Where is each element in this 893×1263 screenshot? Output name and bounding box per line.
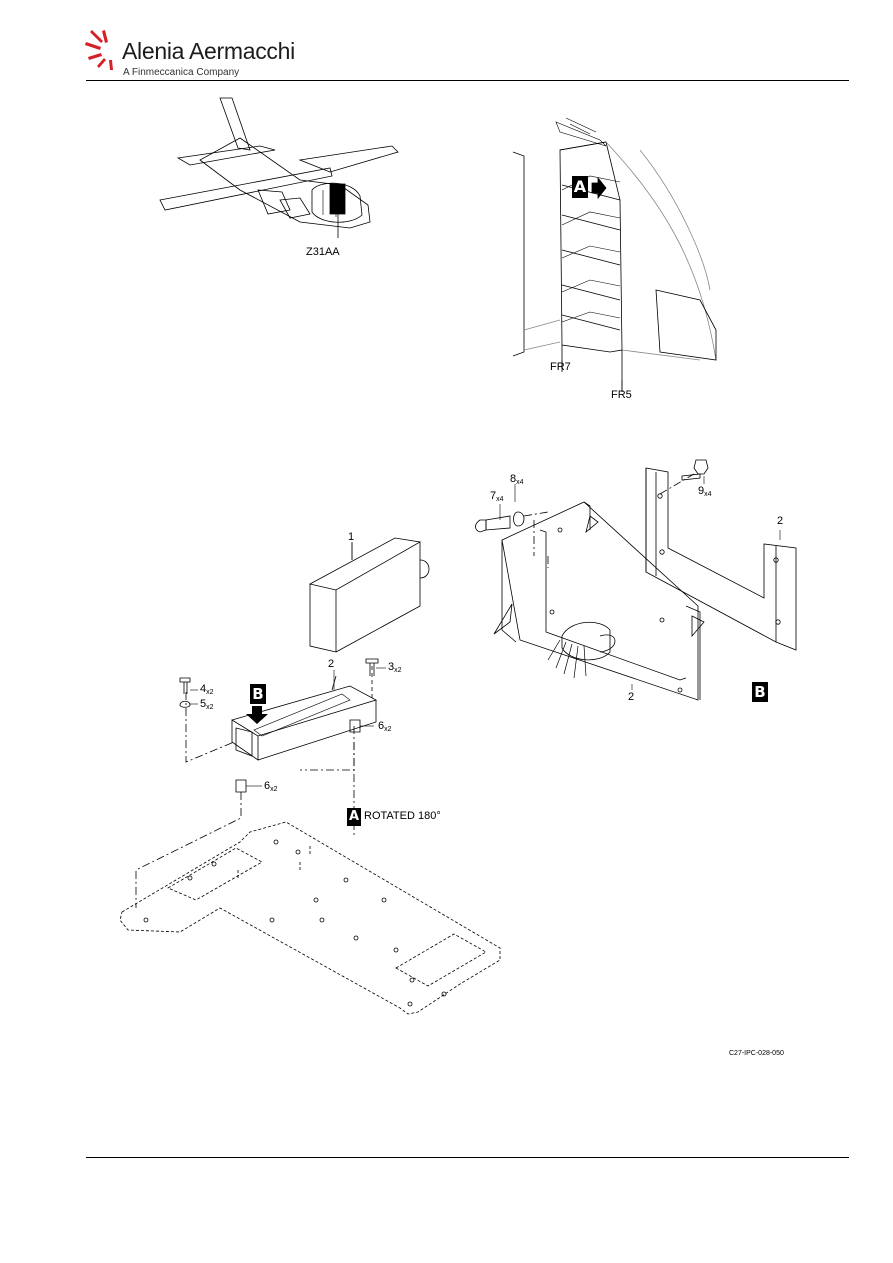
item-8-callout: 8x4	[510, 473, 524, 487]
view-b-marker: B	[250, 684, 266, 704]
item-2-callout-lower: 2	[328, 658, 335, 670]
item-4-callout: 4x2	[200, 683, 214, 697]
view-a-title-marker: A	[347, 808, 361, 826]
brand-tagline: A Finmeccanica Company	[123, 67, 240, 78]
rotated-note: ROTATED 180°	[364, 810, 441, 822]
frame-fr7-label: FR7	[550, 361, 571, 373]
aircraft-locator-illustration	[159, 97, 399, 238]
bracket-item-2-lower	[135, 666, 378, 908]
item-3-callout: 3x2	[388, 661, 402, 675]
figure-reference: C27-IPC-028-050	[729, 1050, 784, 1057]
compartment-view-illustration	[512, 117, 717, 392]
hardware-parts	[179, 658, 379, 793]
item-2-callout-upper: 2	[628, 691, 635, 703]
item-6-callout-lower: 6x2	[264, 780, 278, 794]
item-5-callout: 5x2	[200, 698, 214, 712]
item-7-callout: 7x4	[490, 490, 504, 504]
view-b-title-marker: B	[752, 682, 768, 702]
base-plate	[119, 821, 501, 1015]
view-b-arrow	[246, 706, 268, 724]
zone-label: Z31AA	[306, 246, 340, 258]
footer-rule	[86, 1157, 849, 1158]
item-6-callout-upper: 6x2	[378, 720, 392, 734]
item-9-callout: 9x4	[698, 485, 712, 499]
frame-fr5-label: FR5	[611, 389, 632, 401]
item-2-callout-flat: 2	[777, 515, 784, 527]
view-a-marker: A	[572, 176, 588, 198]
item-1-unit	[308, 537, 430, 653]
item-1-callout: 1	[348, 531, 355, 543]
view-b-assembly	[475, 459, 797, 701]
base-plate-holes	[143, 839, 447, 1007]
brand-name: Alenia Aermacchi	[122, 38, 295, 64]
header-rule	[86, 80, 849, 81]
leader-lines	[190, 360, 781, 787]
